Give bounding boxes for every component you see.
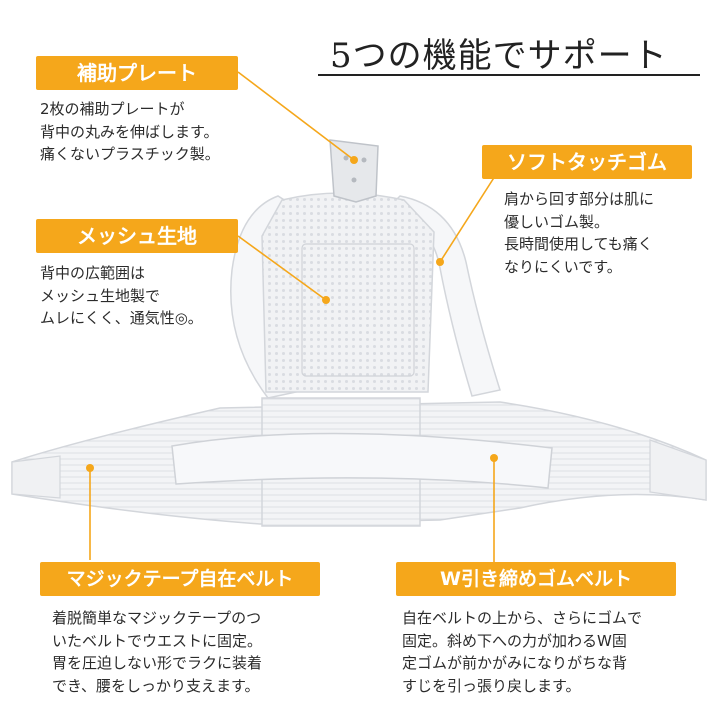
page-title: 5つの機能でサポート <box>330 36 668 76</box>
feature-desc-mesh-fabric: 背中の広範囲は メッシュ生地製で ムレにくく、通気性◎。 <box>40 264 203 327</box>
feature-badge-mesh-fabric: メッシュ生地 <box>36 219 238 253</box>
feature-badge-support-plate: 補助プレート <box>36 56 238 90</box>
feature-badge-w-rubber-belt: W引き締めゴムベルト <box>396 562 676 596</box>
feature-desc-soft-touch-rubber: 肩から回す部分は肌に 優しいゴム製。 長時間使用しても痛く なりにくいです。 <box>504 190 655 276</box>
waist-belt-right-flap <box>649 439 707 501</box>
feature-badge-soft-touch-rubber: ソフトタッチゴム <box>482 145 692 179</box>
title-underline <box>318 74 700 76</box>
feature-desc-w-rubber-belt: 自在ベルトの上から、さらにゴムで 固定。斜め下への力が加わるW固 定ゴムが前かが… <box>402 609 643 695</box>
feature-desc-support-plate: 2枚の補助プレートが 背中の丸みを伸ばします。 痛くないプラスチック製。 <box>40 100 220 163</box>
waist-belt-left-flap <box>11 455 61 499</box>
inner-panel <box>301 243 415 377</box>
feature-badge-magic-tape-belt: マジックテープ自在ベルト <box>40 562 320 596</box>
w-tightening-belt <box>171 432 553 489</box>
support-plate <box>329 139 379 203</box>
feature-desc-magic-tape-belt: 着脱簡単なマジックテープのつ いたベルトでウエストに固定。 胃を圧迫しない形でラ… <box>52 609 263 695</box>
mesh-back-panel <box>261 192 435 393</box>
